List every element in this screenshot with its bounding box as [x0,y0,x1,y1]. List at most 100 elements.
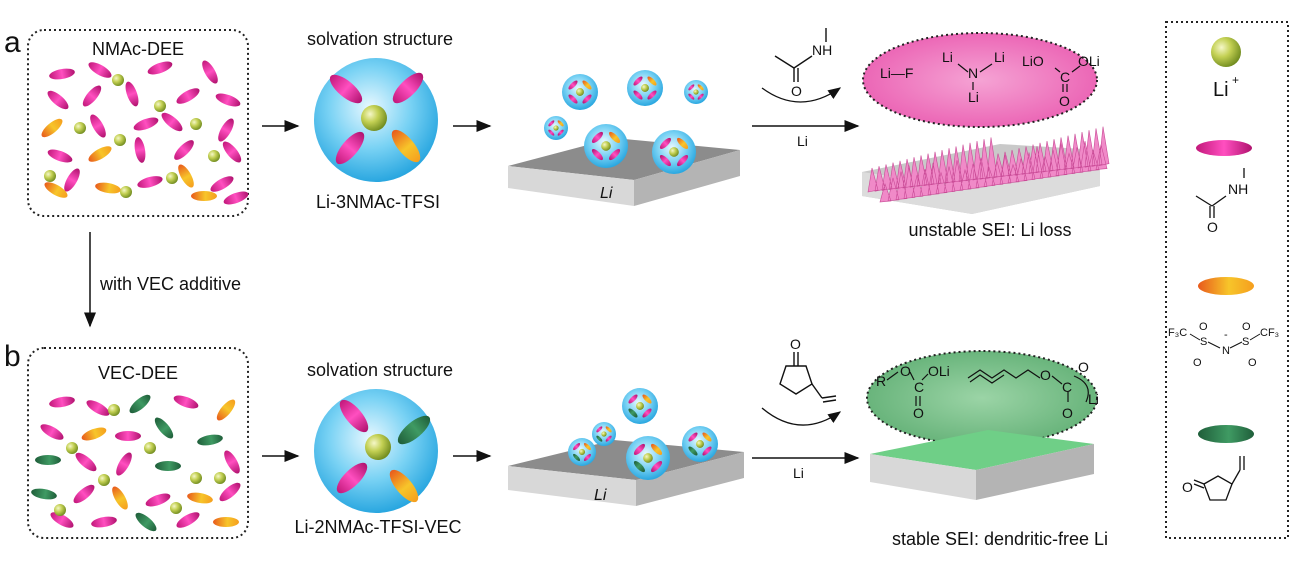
nmac-molecule [215,93,241,107]
li-ion [214,472,226,484]
solvated-li-sheath [544,116,568,140]
sheath-ligand [605,435,612,442]
sheath-ligand [651,461,663,473]
li-ion [601,141,611,151]
nmac-molecule [49,68,75,80]
nmac-molecule [137,176,163,188]
reagent-label-b: Li [793,465,804,481]
transition-label: with VEC additive [99,274,241,294]
sei-b-o5: O [1062,405,1073,421]
vec-molecule [135,512,157,532]
legend-tfsi-cf3: CF₃ [1260,327,1279,339]
nmac-molecule [176,88,200,104]
nmac-molecule [161,112,183,132]
sheath-ligand [583,453,591,461]
solvated-li-sheath [562,74,598,110]
sheath-ligand [633,76,643,86]
solvation-title-a: solvation structure [307,29,453,49]
sei-b-o3: O [1040,367,1051,383]
sheath-ligand [628,394,638,404]
nmac-molecule [224,450,240,474]
vec-molecule [197,434,223,446]
sei-label-b: stable SEI: dendritic-free Li [892,529,1108,549]
tfsi-anion [112,486,128,510]
solvated-li-sheath [584,124,628,168]
legend-tfsi-o3: O [1193,357,1202,369]
nmac-molecule [88,62,112,78]
sheath-ligand [609,149,621,161]
li-ion [44,170,56,182]
sheath-ligand [582,80,592,90]
li-ion [190,472,202,484]
nmac-molecule [133,117,159,131]
substrate-label-b: Li [594,487,607,504]
sheath-ligand [647,76,657,86]
li-ion [166,172,178,184]
sei-b-c: C [914,379,924,395]
tfsi-anion [191,191,217,201]
sheath-ligand [591,149,603,161]
sheath-ligand [688,432,698,442]
solvated-ions-b [568,388,718,480]
tfsi-anion [216,399,236,421]
tfsi-anion [178,164,194,188]
nmac-molecule [64,168,80,192]
li-ion [120,186,132,198]
curved-arrow-a [761,87,842,103]
legend-vec-icon [1198,425,1254,443]
legend-nmac-o: O [1207,219,1218,235]
nmac-molecule [86,400,110,416]
sei-a-lio: LiO [1022,53,1044,69]
li-ion [696,440,704,448]
legend-tfsi-structure: F₃C CF₃ S S N - O O O O [1168,321,1279,369]
sei-a-li1: Li [942,49,953,65]
nmac-molecule [147,61,173,75]
li-ion [641,84,649,92]
legend-vec-structure [1193,456,1245,501]
sheath-ligand [583,443,591,451]
legend-tfsi-minus: - [1224,329,1228,341]
solvated-li-sheath [622,388,658,424]
sheath-ligand [688,93,695,100]
sei-a-n: N [968,65,978,81]
sei-a-bonds [957,63,1081,92]
sheath-ligand [548,129,555,136]
sheath-ligand [659,137,671,149]
curved-arrow-b [761,407,842,426]
sheath-ligand [702,446,712,456]
sei-b-o2: O [913,405,924,421]
legend-tfsi-o1: O [1199,321,1208,333]
li-ion [693,89,699,95]
electrolyte-particles-b [31,394,241,532]
sheath-ligand [677,155,689,167]
sei-b-li: Li [1088,391,1099,407]
sei-b-o4: O [1078,359,1089,375]
nmac-molecule [47,149,73,163]
legend-nmac-icon [1196,140,1252,156]
legend-li-charge: + [1232,73,1239,87]
sheath-ligand [568,94,578,104]
nmac-molecule [91,516,117,528]
sheath-ligand [688,84,695,91]
solvated-li-sheath [626,436,670,480]
legend-li-label: Li [1213,79,1229,101]
solvated-li-sheath [568,438,596,466]
sei-b-c2: C [1062,379,1072,395]
nmac-molecule [223,191,249,205]
tfsi-anion [81,427,107,441]
sheath-ligand [582,94,592,104]
nmac-molecule [210,176,234,192]
li-ion [54,504,66,516]
legend-li-ion-icon [1211,37,1241,67]
legend-tfsi-f3c: F₃C [1168,327,1187,339]
sheath-ligand [609,131,621,143]
solvation-title-b: solvation structure [307,360,453,380]
panel-label-b: b [4,340,21,373]
sheath-ligand [697,84,704,91]
li-ion [643,453,653,463]
li-ion [74,122,86,134]
solvation-sheath-a [314,58,438,182]
nmac-molecule [222,141,242,163]
sheath-ligand [651,443,663,455]
